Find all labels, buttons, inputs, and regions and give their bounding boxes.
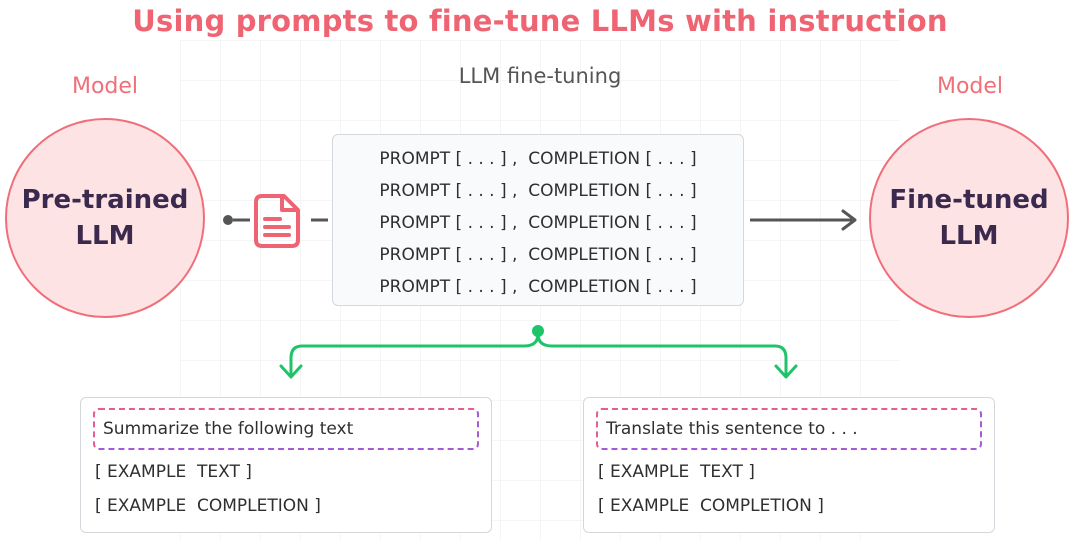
prompt-completion-pair: PROMPT [ . . . ] , COMPLETION [ . . . ] bbox=[379, 277, 697, 297]
finetuned-llm-line2: LLM bbox=[939, 221, 999, 251]
example-card-summarize: Summarize the following text [ EXAMPLE T… bbox=[80, 397, 492, 533]
prompt-completion-pair: PROMPT [ . . . ] , COMPLETION [ . . . ] bbox=[379, 213, 697, 233]
left-model-label: Model bbox=[71, 74, 139, 99]
diagram-title: Using prompts to fine-tune LLMs with ins… bbox=[132, 4, 948, 38]
pretrained-llm-circle: Pre-trained LLM bbox=[5, 118, 205, 318]
example-text: [ EXAMPLE TEXT ] bbox=[95, 462, 252, 482]
prompt-completion-box: PROMPT [ . . . ] , COMPLETION [ . . . ] … bbox=[332, 134, 744, 306]
example-text: [ EXAMPLE TEXT ] bbox=[598, 462, 755, 482]
arrow-head-right bbox=[841, 209, 857, 231]
instruction-summarize: Summarize the following text bbox=[93, 408, 479, 450]
example-card-translate: Translate this sentence to . . . [ EXAMP… bbox=[583, 397, 995, 533]
branch-connector bbox=[279, 332, 798, 379]
finetuned-llm-line1: Fine-tuned bbox=[889, 185, 1049, 215]
example-completion: [ EXAMPLE COMPLETION ] bbox=[598, 496, 824, 516]
pretrained-llm-line1: Pre-trained bbox=[21, 185, 189, 215]
example-completion: [ EXAMPLE COMPLETION ] bbox=[95, 496, 321, 516]
document-icon bbox=[254, 194, 300, 248]
right-model-label: Model bbox=[936, 74, 1004, 99]
branch-origin-dot bbox=[532, 325, 544, 337]
prompt-completion-pair: PROMPT [ . . . ] , COMPLETION [ . . . ] bbox=[379, 181, 697, 201]
fine-tuning-label: LLM fine-tuning bbox=[458, 64, 622, 88]
prompt-completion-pair: PROMPT [ . . . ] , COMPLETION [ . . . ] bbox=[379, 245, 697, 265]
pretrained-llm-line2: LLM bbox=[75, 221, 135, 251]
instruction-translate: Translate this sentence to . . . bbox=[596, 408, 982, 450]
connector-dot-left bbox=[223, 215, 233, 225]
prompt-completion-pair: PROMPT [ . . . ] , COMPLETION [ . . . ] bbox=[379, 149, 697, 169]
finetuned-llm-circle: Fine-tuned LLM bbox=[869, 118, 1069, 318]
